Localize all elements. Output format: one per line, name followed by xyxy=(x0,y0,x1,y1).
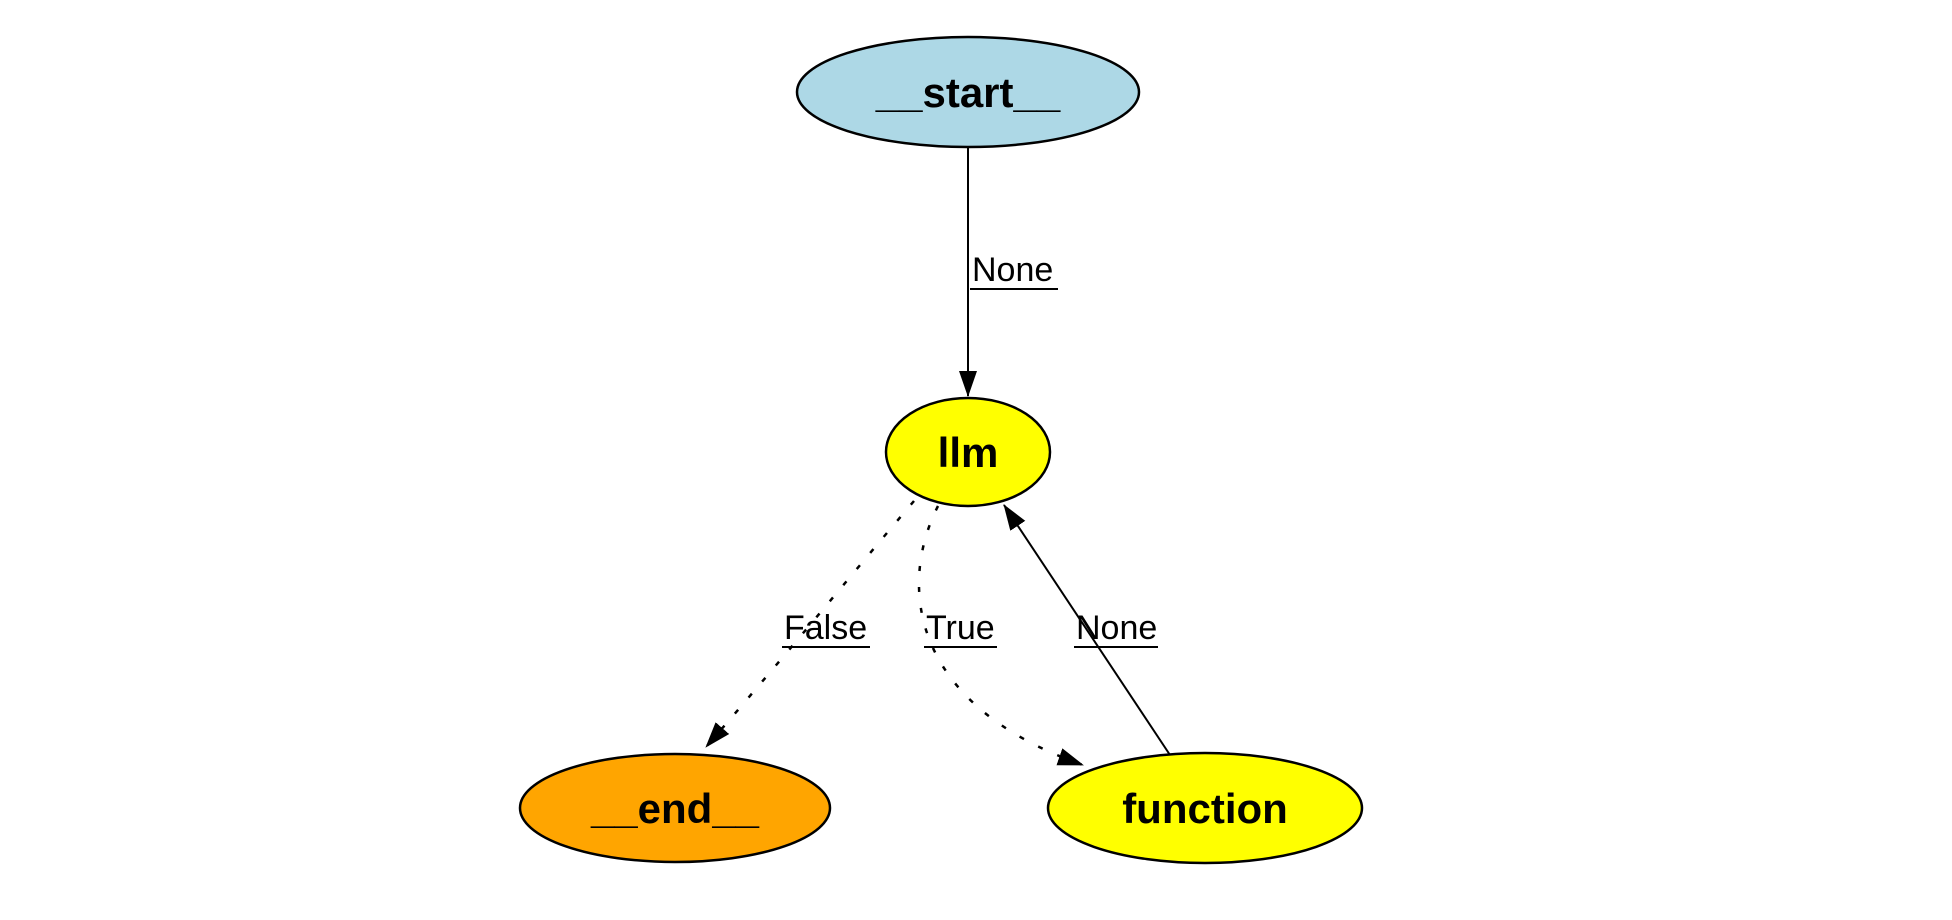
edge-llm-to-function-path xyxy=(917,505,1084,767)
edge-start-to-llm-label: None xyxy=(972,251,1053,289)
node-start-label: __start__ xyxy=(875,69,1061,116)
node-end: __end__ xyxy=(518,752,832,864)
edge-function-to-llm-label: None xyxy=(1076,609,1157,647)
node-start: __start__ xyxy=(795,35,1141,149)
edge-start-to-llm: None xyxy=(959,147,1058,397)
edge-llm-to-function-label: True xyxy=(926,609,995,647)
node-llm-label: llm xyxy=(938,429,999,476)
edge-llm-to-end: False xyxy=(705,500,915,748)
node-function: function xyxy=(1046,751,1364,865)
node-function-label: function xyxy=(1122,785,1288,832)
node-llm: llm xyxy=(884,396,1052,508)
edge-llm-to-end-label: False xyxy=(784,609,867,647)
node-end-label: __end__ xyxy=(590,785,760,832)
node-start-ellipse xyxy=(795,35,1141,149)
edge-function-to-llm: None xyxy=(1003,504,1171,756)
edge-llm-to-function: True xyxy=(917,505,1084,767)
edge-function-to-llm-path xyxy=(1003,504,1171,756)
node-llm-ellipse xyxy=(884,396,1052,508)
edge-llm-to-end-path xyxy=(705,500,915,748)
node-end-ellipse xyxy=(518,752,832,864)
node-function-ellipse xyxy=(1046,751,1364,865)
